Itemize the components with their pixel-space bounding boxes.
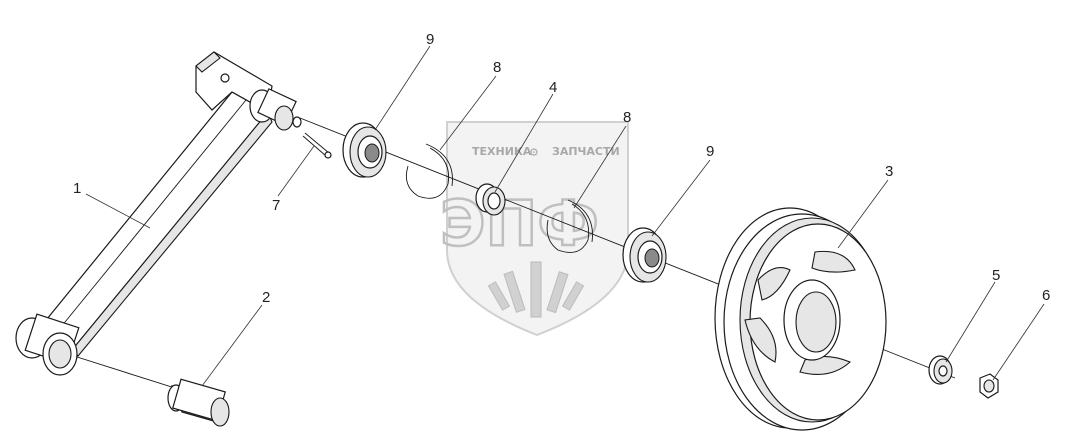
watermark-wheat-icon	[487, 261, 585, 318]
callout-9-left: 9	[426, 31, 434, 48]
callout-8-left: 8	[493, 59, 501, 76]
watermark-big-text: ЭПФ	[440, 187, 599, 260]
leader-lines	[85, 45, 1045, 387]
callout-4: 4	[549, 79, 557, 96]
callout-8-right: 8	[623, 109, 631, 126]
callout-1: 1	[73, 180, 81, 197]
callout-7: 7	[272, 197, 280, 214]
callout-9-right: 9	[706, 143, 714, 160]
retaining-ring-part-left	[405, 143, 453, 199]
callout-3: 3	[885, 163, 893, 180]
washer-part	[928, 355, 953, 385]
spacer-part	[475, 183, 506, 216]
watermark-right-text: ЗАПЧАСТИ	[552, 145, 620, 158]
callout-2: 2	[262, 289, 270, 306]
watermark-gear-icon: ⚙	[529, 146, 539, 159]
bushing-part	[167, 378, 230, 427]
bearing-part-right	[622, 227, 667, 283]
callout-6: 6	[1042, 287, 1050, 304]
cotter-pin-part	[302, 132, 332, 159]
watermark-logo: ТЕХНИКА ⚙ ЗАПЧАСТИ ЭПФ	[439, 121, 629, 337]
arm-part	[15, 51, 302, 376]
pulley-wheel-part	[714, 207, 887, 431]
callout-5: 5	[992, 267, 1000, 284]
watermark-left-text: ТЕХНИКА	[472, 145, 532, 158]
retaining-ring-part-right	[546, 199, 593, 253]
bearing-part-left	[342, 122, 387, 178]
castle-nut-part	[979, 373, 999, 399]
